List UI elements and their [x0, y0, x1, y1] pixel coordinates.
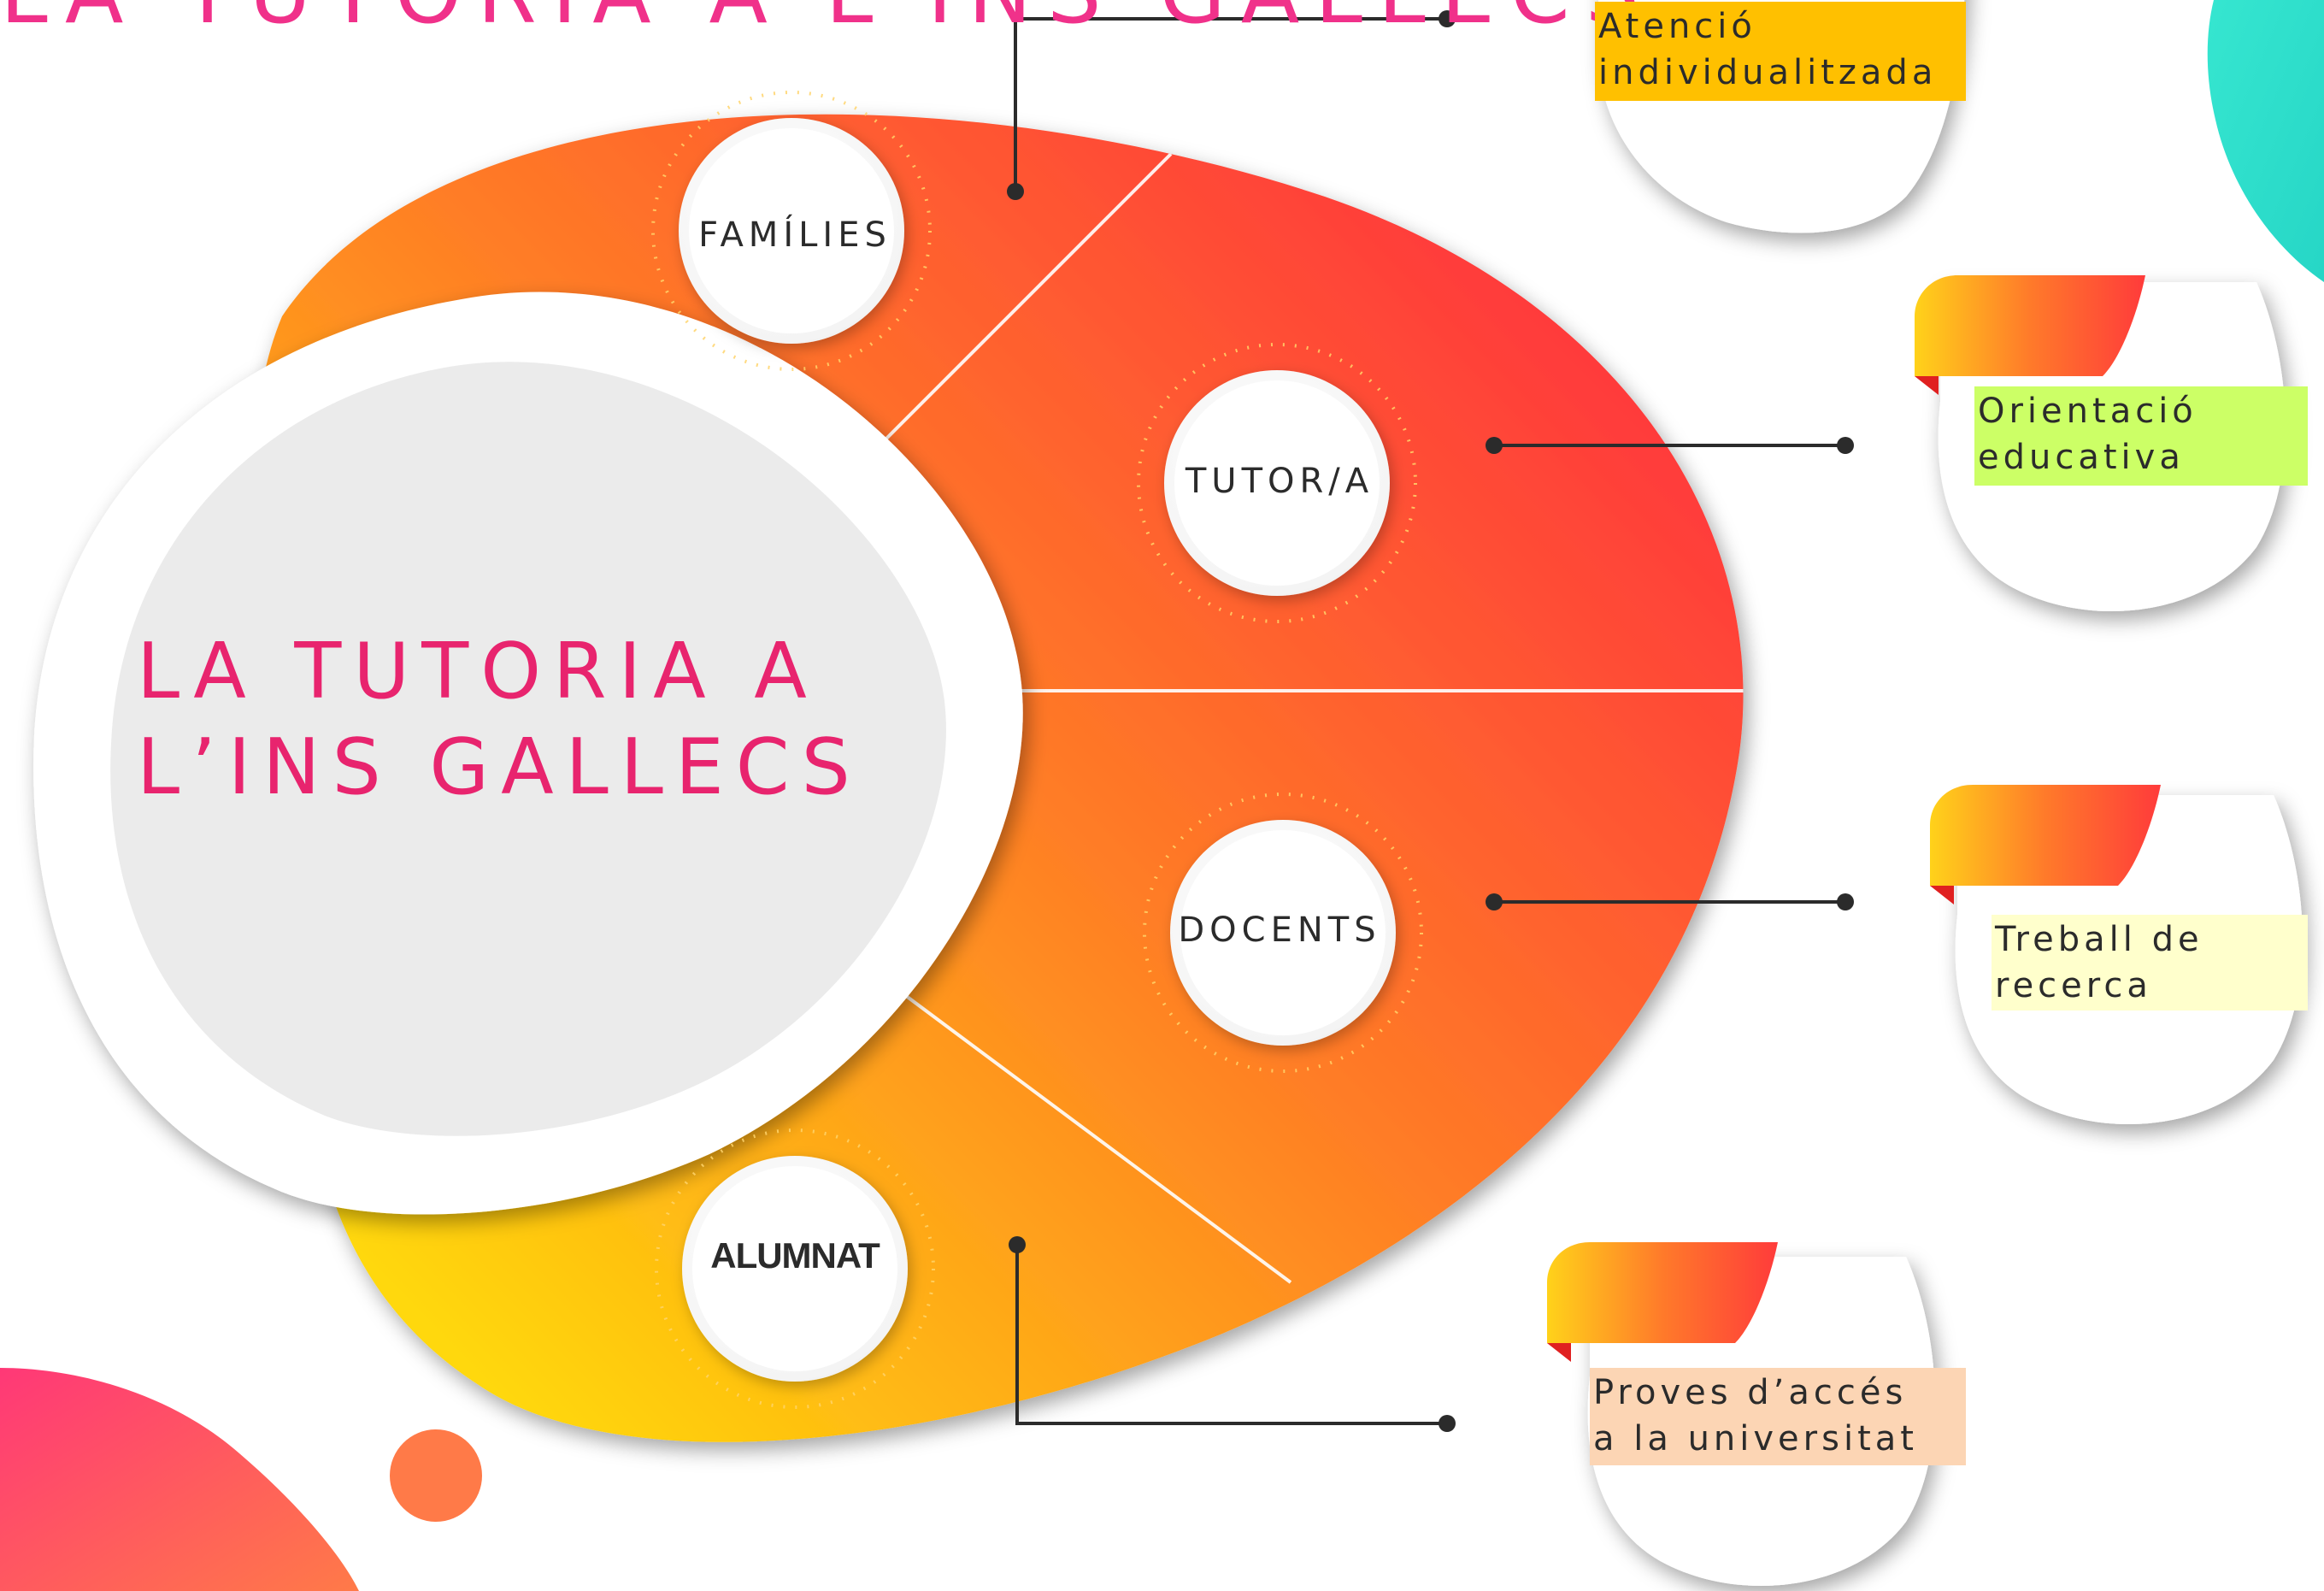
circle-alumnat: [655, 1128, 935, 1409]
segment-label-tutor: TUTOR/A: [1185, 462, 1374, 501]
outcome-4-line1: Proves d’accés: [1593, 1373, 1908, 1412]
circle-tutor: [1137, 343, 1417, 623]
outcome-label-2: Orientació educativa: [1974, 386, 2308, 486]
outcome-label-3: Treball de recerca: [1992, 915, 2308, 1011]
connector-alumnat: [1015, 1245, 1447, 1425]
outcome-1-line2: individualitzada: [1598, 53, 1938, 92]
main-title-line2: L’INS GALLECS: [137, 722, 862, 812]
outcome-2-line1: Orientació: [1978, 392, 2198, 431]
segment-label-docents: DOCENTS: [1178, 910, 1381, 950]
outcome-4-line2: a la universitat: [1593, 1419, 1918, 1458]
outcome-3-line1: Treball de: [1995, 920, 2203, 959]
segment-label-families: FAMÍLIES: [698, 215, 891, 255]
connector-familes: [1014, 17, 1447, 192]
segment-label-alumnat: ALUMNAT: [710, 1235, 880, 1276]
outcome-2-line2: educativa: [1978, 438, 2185, 477]
main-title: LA TUTORIA A L’INS GALLECS: [137, 624, 862, 816]
title-egg: [33, 292, 1023, 1215]
circle-families: [651, 91, 932, 371]
connector-dots: [1007, 10, 1854, 1432]
pink-corner-blob: [0, 1368, 359, 1591]
top-title: LA TUTORIA A L'INS GALLECS: [0, 0, 1655, 36]
connector-lines: [1014, 17, 1845, 1425]
teal-corner-shape: [2207, 0, 2324, 282]
orange-dot: [390, 1429, 482, 1522]
outcome-1-line1: Atenció: [1598, 7, 1756, 46]
main-title-line1: LA TUTORIA A: [137, 627, 819, 716]
outcome-label-1: Atenció individualitzada: [1595, 2, 1966, 101]
outcome-3-line2: recerca: [1995, 966, 2152, 1005]
circle-docents: [1143, 793, 1423, 1073]
segment-dividers: [844, 152, 1744, 1284]
outcome-label-4: Proves d’accés a la universitat: [1590, 1368, 1966, 1465]
